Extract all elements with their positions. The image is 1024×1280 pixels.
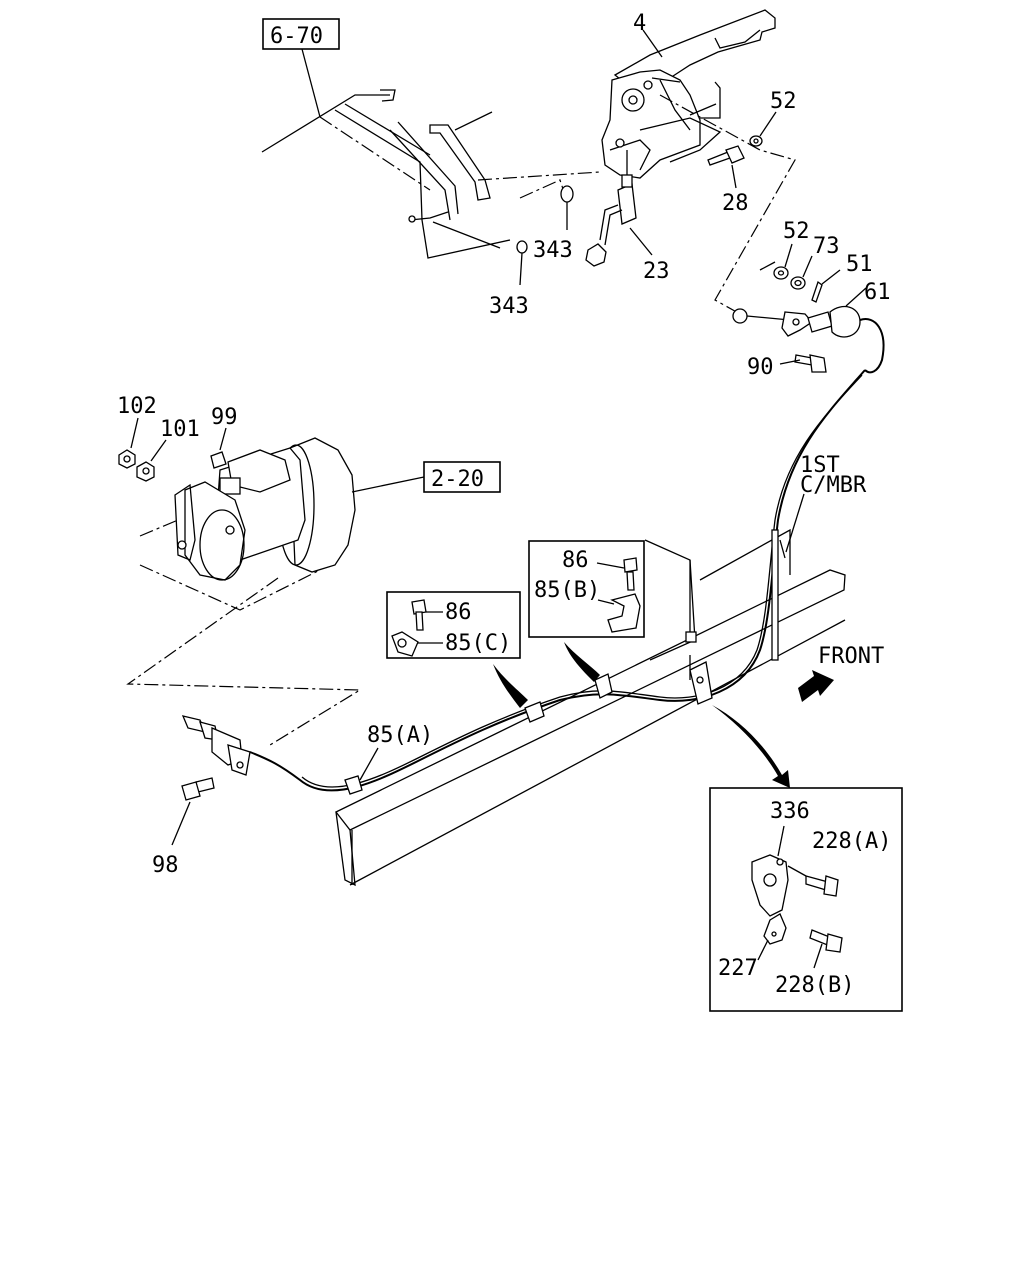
part-number-86-detail-c: 86	[445, 600, 472, 625]
part-number-4: 4	[633, 11, 646, 36]
detail-arrow-336	[712, 705, 790, 788]
nut-101[interactable]	[136, 461, 155, 482]
part-number-28: 28	[722, 191, 749, 216]
part-number-228b: 228(B)	[775, 973, 854, 998]
washer-52-lower[interactable]	[773, 266, 789, 280]
detail-box-85c: 86 85(C)	[386, 591, 521, 659]
part-number-98: 98	[152, 853, 179, 878]
part-number-52-upper: 52	[770, 89, 797, 114]
transmission-brake-drum	[174, 437, 356, 581]
clip-343-lower[interactable]	[516, 240, 528, 254]
clip-85a[interactable]	[344, 775, 363, 795]
cable-end-61[interactable]	[732, 305, 885, 374]
part-number-86-detail-b: 86	[562, 548, 589, 573]
cab-floor-panel	[261, 89, 601, 259]
part-number-101: 101	[160, 417, 200, 442]
front-label: FRONT	[818, 644, 884, 669]
part-number-85a: 85(A)	[367, 723, 433, 748]
part-number-227: 227	[718, 956, 758, 981]
part-number-336: 336	[770, 799, 810, 824]
parking-brake-lever-assembly[interactable]	[601, 9, 776, 179]
bolt-90[interactable]	[794, 354, 827, 373]
reference-label-2-20: 2-20	[431, 467, 484, 492]
detail-arrow-85c	[493, 664, 528, 708]
bolt-228a[interactable]	[805, 875, 839, 897]
parking-brake-cable[interactable]	[249, 369, 866, 792]
bolt-228b[interactable]	[809, 929, 843, 953]
part-number-228a: 228(A)	[812, 829, 891, 854]
part-number-85c: 85(C)	[445, 631, 511, 656]
washer-52-upper[interactable]	[749, 135, 763, 147]
part-number-61: 61	[864, 280, 891, 305]
first-crossmember	[334, 528, 846, 887]
part-number-343-upper: 343	[533, 238, 573, 263]
washer-73[interactable]	[790, 276, 806, 290]
part-number-51: 51	[846, 252, 873, 277]
crossmember-label-line2: C/MBR	[800, 473, 867, 498]
clamp-point-85c[interactable]	[524, 701, 545, 723]
detail-box-85b: 86 85(B)	[528, 540, 645, 638]
front-direction-arrow-icon	[798, 670, 834, 702]
cable-end-transmission[interactable]	[181, 715, 251, 776]
bracket-227[interactable]	[763, 913, 787, 945]
clamp-85b-detail[interactable]	[607, 593, 641, 633]
part-number-90: 90	[747, 355, 774, 380]
bolt-98[interactable]	[181, 777, 215, 801]
part-number-343-lower: 343	[489, 294, 529, 319]
bolt-86-detail-b[interactable]	[623, 557, 638, 591]
bolt-28[interactable]	[707, 145, 745, 166]
clamp-point-85b[interactable]	[594, 673, 613, 699]
part-number-85b: 85(B)	[534, 578, 600, 603]
part-number-99: 99	[211, 405, 238, 430]
parking-brake-switch-23[interactable]	[585, 150, 637, 267]
clamp-point-bracket[interactable]	[689, 661, 713, 705]
reference-box-6-70[interactable]: 6-70	[262, 18, 340, 50]
part-number-52-lower: 52	[783, 219, 810, 244]
part-number-102: 102	[117, 394, 157, 419]
cotter-pin-51[interactable]	[811, 280, 823, 303]
clamp-85c-detail[interactable]	[391, 631, 419, 657]
nut-102[interactable]	[118, 449, 136, 469]
crossmember-label-line1: 1ST	[800, 453, 840, 478]
clip-343-upper[interactable]	[560, 185, 574, 203]
plug-99[interactable]	[210, 451, 227, 469]
detail-box-bracket-336: 336 228(A) 227 228(B)	[709, 787, 903, 1012]
bracket-336[interactable]	[751, 854, 789, 917]
part-number-23: 23	[643, 259, 670, 284]
part-number-73: 73	[813, 234, 840, 259]
bolt-86-detail-c[interactable]	[411, 599, 427, 631]
detail-arrow-85b	[564, 642, 600, 682]
reference-box-2-20[interactable]: 2-20	[423, 461, 501, 493]
reference-label-6-70: 6-70	[270, 24, 323, 49]
